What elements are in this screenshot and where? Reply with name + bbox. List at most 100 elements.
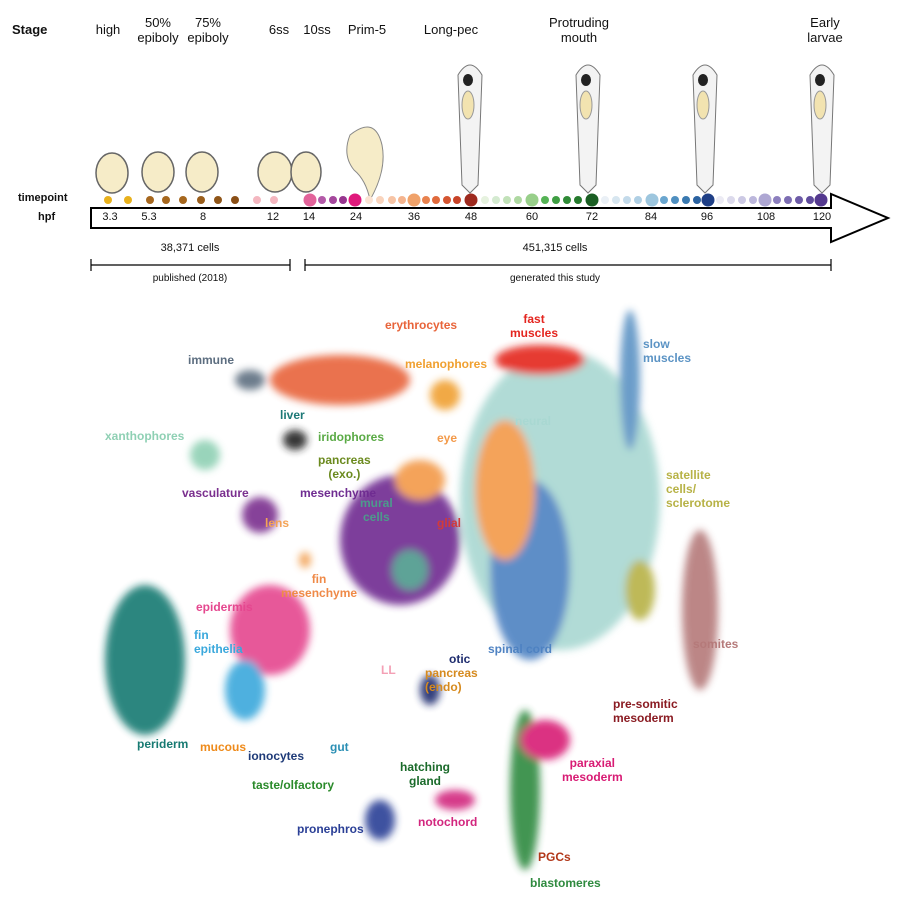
- timepoint-dot: [197, 196, 205, 204]
- timepoint-dot: [701, 193, 715, 207]
- cell-cluster: [420, 675, 440, 705]
- timepoint-dot: [795, 196, 803, 204]
- timepoint-dot: [303, 193, 317, 207]
- timepoint-dot: [806, 196, 814, 204]
- cluster-label: paraxial mesoderm: [562, 756, 623, 784]
- timepoint-dot: [541, 196, 549, 204]
- cluster-label: fin epithelia: [194, 628, 243, 656]
- cluster-label: pronephros: [297, 822, 364, 836]
- cell-cluster: [235, 370, 265, 390]
- timepoint-dot: [716, 196, 724, 204]
- timepoint-dot: [432, 196, 440, 204]
- hpf-tick-label: 96: [700, 211, 714, 223]
- timepoint-dot: [727, 196, 735, 204]
- embryo-icon: [346, 126, 384, 202]
- timepoint-dot: [253, 196, 261, 204]
- timepoint-dot: [682, 196, 690, 204]
- cell-cluster: [430, 380, 460, 410]
- timepoint-dot: [339, 196, 347, 204]
- timepoint-dot: [422, 196, 430, 204]
- hpf-tick-label: 8: [199, 211, 207, 223]
- cluster-label: mucous: [200, 740, 247, 754]
- hpf-tick-label: 48: [464, 211, 478, 223]
- timepoint-dot: [492, 196, 500, 204]
- stage-row-label: Stage: [12, 22, 48, 37]
- embryo-icon: [290, 151, 322, 193]
- timepoint-dot: [749, 196, 757, 204]
- hpf-tick-label: 72: [585, 211, 599, 223]
- timepoint-dot: [146, 196, 154, 204]
- timepoint-dot: [329, 196, 337, 204]
- cluster-label: eye: [437, 431, 458, 445]
- timepoint-dot: [388, 196, 396, 204]
- hpf-tick-label: 12: [266, 211, 280, 223]
- timepoint-dot: [376, 196, 384, 204]
- hpf-tick-label: 120: [812, 211, 832, 223]
- hpf-tick-label: 84: [644, 211, 658, 223]
- timepoint-dot: [162, 196, 170, 204]
- cluster-label: gut: [330, 740, 349, 754]
- cluster-label: slow muscles: [643, 337, 692, 365]
- hpf-tick-label: 36: [407, 211, 421, 223]
- stage-label: Long-pec: [423, 22, 479, 37]
- timepoint-dot: [784, 196, 792, 204]
- published-cell-count: 38,371 cells: [160, 242, 220, 254]
- cluster-label: pre-somitic mesoderm: [613, 697, 678, 725]
- cluster-label: iridophores: [318, 430, 385, 444]
- timepoint-dot: [514, 196, 522, 204]
- hpf-row-label: hpf: [38, 211, 56, 223]
- timepoint-dot: [318, 196, 326, 204]
- timepoint-dot: [124, 196, 132, 204]
- hpf-arrow: [90, 192, 891, 244]
- hpf-tick-label: 3.3: [102, 211, 118, 223]
- timepoint-dot: [671, 196, 679, 204]
- hpf-tick-label: 5.3: [141, 211, 157, 223]
- study-cell-count: 451,315 cells: [522, 242, 588, 254]
- cell-brackets: [90, 259, 832, 271]
- cluster-label: spinal cord: [488, 642, 553, 656]
- cluster-label: fast muscles: [510, 312, 559, 340]
- cell-cluster: [495, 345, 585, 375]
- timepoint-dot: [348, 193, 362, 207]
- cluster-label: erythrocytes: [385, 318, 458, 332]
- cell-cluster: [392, 550, 428, 590]
- cell-cluster: [435, 790, 475, 810]
- stage-label: 50% epiboly: [137, 15, 179, 45]
- timepoint-dot: [693, 196, 701, 204]
- cluster-label: somites: [693, 637, 739, 651]
- cluster-label: vasculature: [182, 486, 249, 500]
- published-label: published (2018): [152, 273, 228, 284]
- cluster-label: blastomeres: [530, 876, 601, 890]
- stage-label: Early larvae: [807, 15, 843, 45]
- cluster-label: melanophores: [405, 357, 488, 371]
- cell-cluster: [395, 460, 445, 500]
- timepoint-dot: [398, 196, 406, 204]
- timepoint-dot: [645, 193, 659, 207]
- cell-cluster: [242, 497, 278, 533]
- timepoint-dot: [443, 196, 451, 204]
- cluster-label: PGCs: [538, 850, 571, 864]
- cluster-label: LL: [381, 663, 396, 677]
- study-label: generated this study: [509, 273, 601, 284]
- cluster-label: epidermis: [196, 600, 253, 614]
- cluster-label: satellite cells/ sclerotome: [666, 468, 731, 510]
- cluster-label: notochord: [418, 815, 478, 829]
- cell-cluster: [340, 475, 460, 605]
- cluster-label: mural cells: [360, 496, 393, 524]
- stage-label: 75% epiboly: [187, 15, 229, 45]
- cluster-label: taste/olfactory: [252, 778, 335, 792]
- cluster-label: pancreas (endo): [425, 666, 478, 694]
- stage-label: 10ss: [303, 22, 331, 37]
- timepoint-dot: [464, 193, 478, 207]
- hpf-tick-label: 14: [302, 211, 316, 223]
- timepoint-dot: [365, 196, 373, 204]
- umap-plot: [105, 310, 718, 870]
- cell-cluster: [190, 440, 220, 470]
- cluster-label: hatching gland: [400, 760, 450, 788]
- cluster-label: liver: [280, 408, 305, 422]
- timepoint-dot: [270, 196, 278, 204]
- timepoint-dot: [525, 193, 539, 207]
- timepoint-dot: [453, 196, 461, 204]
- cell-cluster: [682, 530, 718, 690]
